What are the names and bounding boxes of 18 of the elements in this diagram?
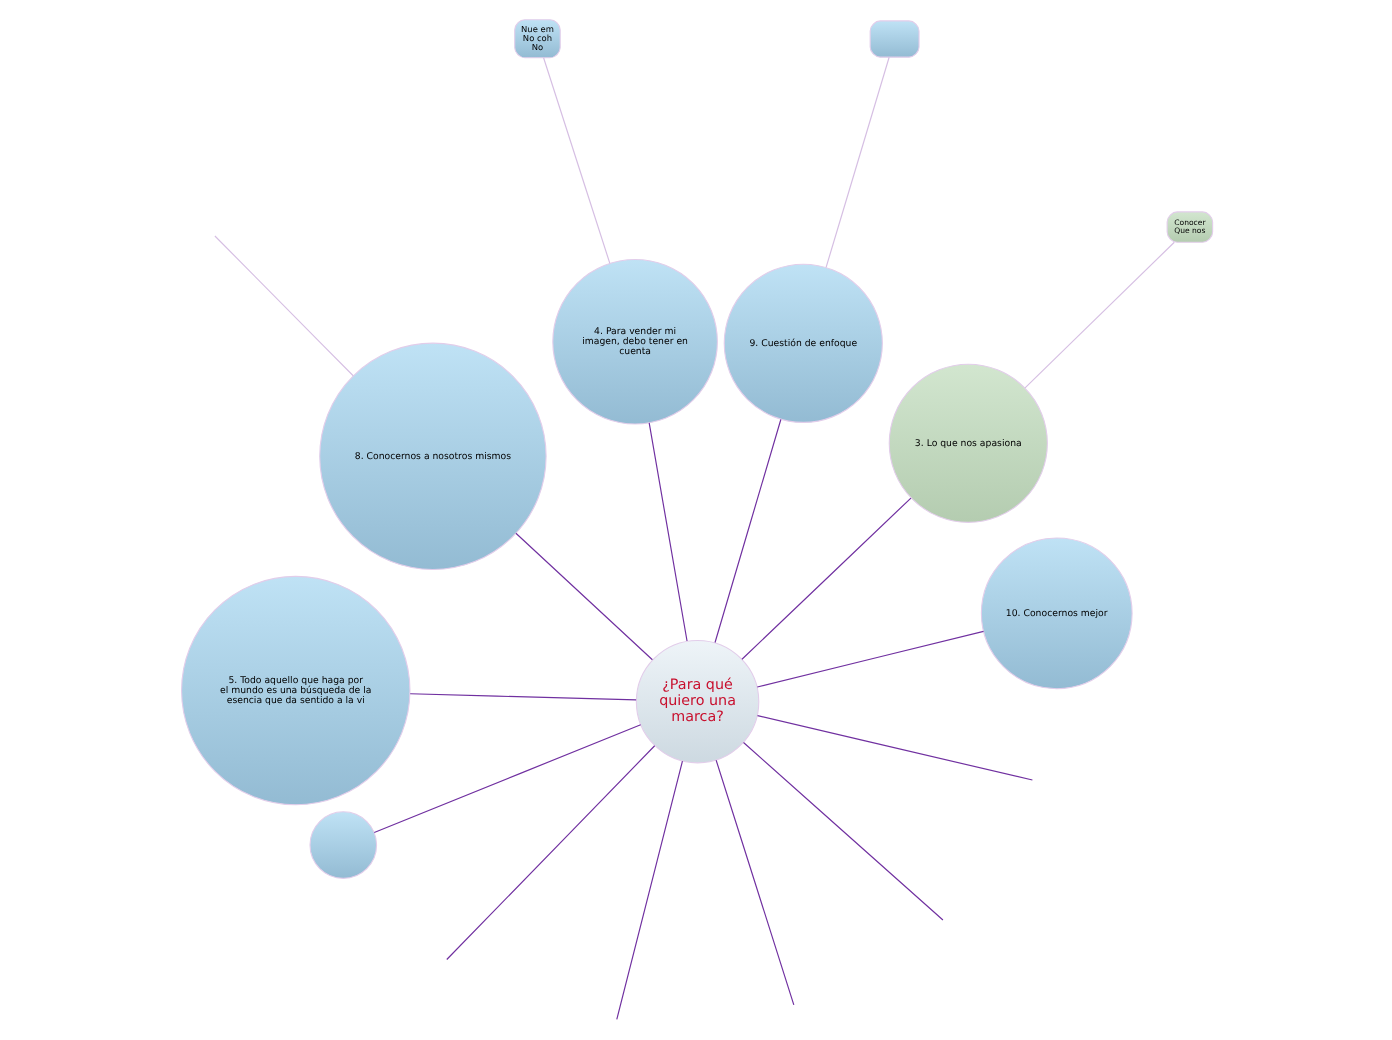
connector: [542, 57, 610, 264]
connector: [1023, 241, 1174, 389]
connector: [713, 418, 781, 644]
connector: [741, 741, 943, 921]
connector: [213, 235, 353, 377]
node-box: [868, 20, 919, 58]
connector: [740, 497, 911, 660]
connector: [408, 693, 636, 701]
connector: [615, 760, 683, 1020]
connector: [824, 56, 889, 268]
connector: [755, 715, 1032, 781]
connector: [755, 630, 984, 688]
connector: [445, 745, 655, 961]
connector: [372, 724, 641, 834]
connector: [514, 532, 652, 661]
connector: [647, 422, 687, 642]
connector: [714, 759, 794, 1006]
node-circle: [308, 811, 377, 879]
